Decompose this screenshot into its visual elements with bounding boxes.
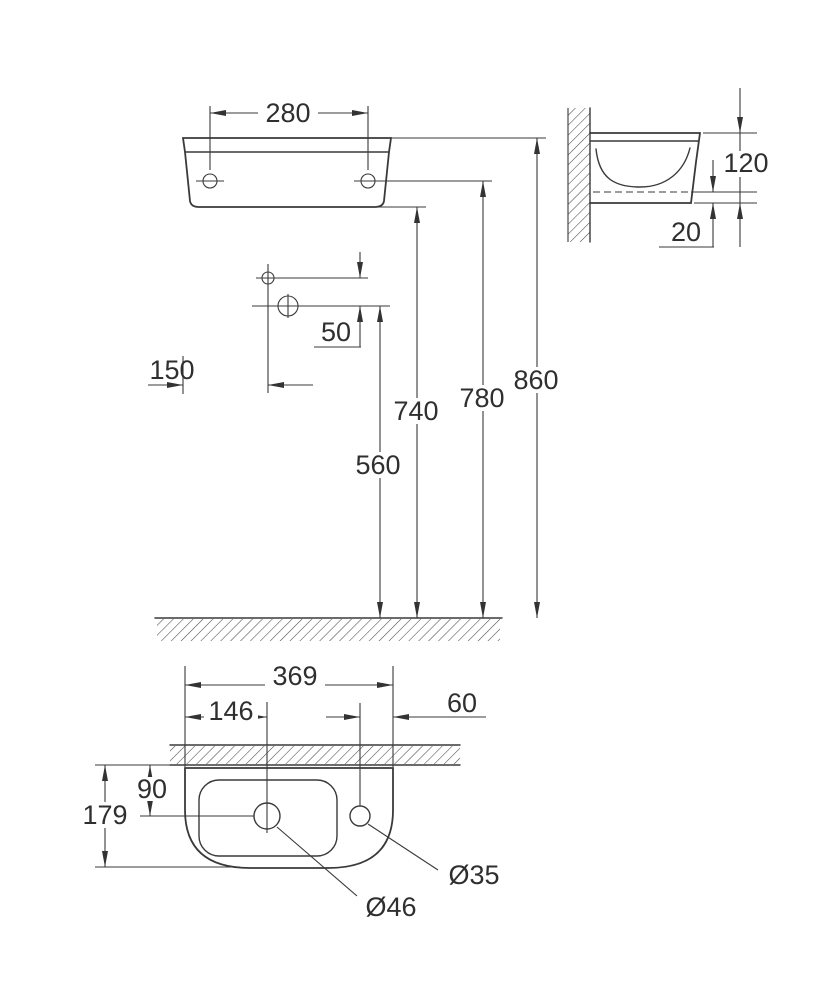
dim-label-560: 560 xyxy=(355,450,400,480)
dimension-tap-setback: 90 xyxy=(131,765,254,817)
dimension-tap-drop: 50 xyxy=(314,252,363,348)
dim-label-280: 280 xyxy=(265,98,310,128)
side-view: 120 20 xyxy=(567,88,776,248)
dim-label-179: 179 xyxy=(82,800,127,830)
fixing-hole-left xyxy=(196,173,224,189)
floor-line xyxy=(154,617,503,641)
dimension-hole-spacing: 280 xyxy=(209,98,369,170)
dim-label-146: 146 xyxy=(208,696,253,726)
plan-wall xyxy=(95,744,461,766)
dimension-fixing-height: 780 xyxy=(452,181,512,618)
dim-label-90: 90 xyxy=(137,774,167,804)
dimension-basin-height: 120 xyxy=(716,88,776,247)
dim-label-60: 60 xyxy=(447,688,477,718)
dimension-overall-depth: 179 xyxy=(77,765,240,868)
dim-label-20: 20 xyxy=(671,217,701,247)
basin-plan-bowl xyxy=(198,779,338,857)
fitting-hole-plan xyxy=(349,805,371,827)
dimension-tap-inset: 150 xyxy=(148,355,313,394)
dimension-rim-height: 860 xyxy=(506,138,566,618)
basin-plan-outline xyxy=(184,767,394,869)
callout-tap-hole-diameter: Ø46 xyxy=(276,826,417,922)
dimension-underside-height: 740 xyxy=(386,207,446,618)
callout-fitting-hole-diameter: Ø35 xyxy=(367,823,500,890)
basin-front-outline xyxy=(181,137,393,208)
dim-label-dia35: Ø35 xyxy=(448,860,499,890)
dim-label-860: 860 xyxy=(513,365,558,395)
floor-hatch xyxy=(157,619,500,641)
dimension-hole-to-edge: 60 xyxy=(326,688,486,720)
wall-hatch xyxy=(568,108,590,242)
dimension-base-lip: 20 xyxy=(659,160,716,248)
plan-wall-hatch xyxy=(170,746,460,764)
dim-label-369: 369 xyxy=(272,661,317,691)
dim-label-150: 150 xyxy=(149,355,194,385)
dimension-tap-from-left: 146 xyxy=(185,696,267,726)
basin-side-bowl-curve xyxy=(595,147,691,188)
front-view: 280 xyxy=(181,98,393,208)
fixing-hole-right xyxy=(354,173,382,189)
installation-heights: 560 740 780 860 xyxy=(154,137,566,641)
dimension-overall-width: 369 xyxy=(184,661,394,767)
dim-label-50: 50 xyxy=(321,317,351,347)
dim-label-780: 780 xyxy=(459,383,504,413)
dim-label-740: 740 xyxy=(393,396,438,426)
dim-label-dia46: Ø46 xyxy=(365,892,416,922)
dimension-tap-deck-height: 560 xyxy=(348,306,408,618)
plan-view: 369 146 60 90 179 xyxy=(77,661,500,922)
dim-label-120: 120 xyxy=(723,148,768,178)
tap-hole-detail: 50 150 xyxy=(148,252,390,394)
